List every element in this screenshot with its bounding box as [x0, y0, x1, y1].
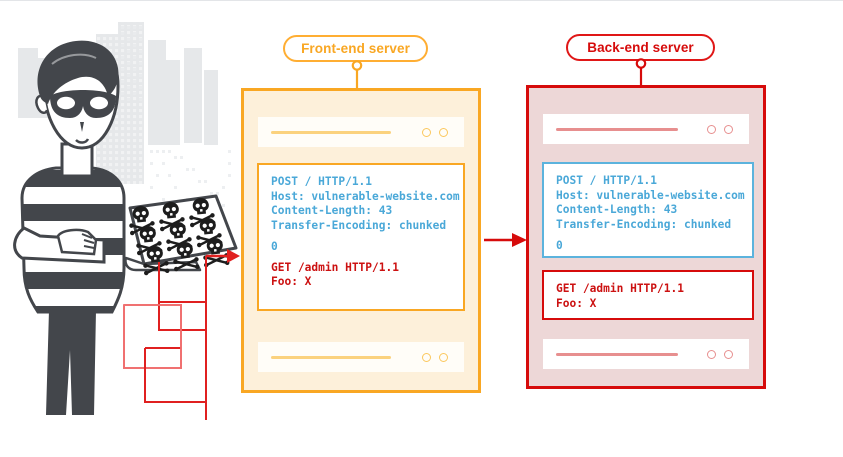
dot-icon: [707, 349, 716, 359]
top-divider: [0, 0, 843, 1]
request-line: 0: [271, 239, 278, 253]
backend-bottom-bar: [543, 339, 749, 369]
dot-icon: [724, 124, 733, 134]
backend-server-label: Back-end server: [566, 34, 715, 61]
attacker-illustration: [0, 0, 240, 420]
request-line: Foo: X: [556, 296, 597, 310]
attacker-to-frontend-arrow: [206, 249, 240, 263]
frontend-server-label: Front-end server: [283, 35, 428, 62]
dot-icon: [707, 124, 716, 134]
request-line: POST / HTTP/1.1: [556, 174, 658, 187]
frontend-bottom-bar: [258, 342, 464, 372]
dot-icon: [439, 127, 448, 137]
attack-trace-path: [123, 249, 240, 420]
dot-icon: [422, 127, 431, 137]
skull-and-crossbones-grid: [129, 197, 230, 276]
frontend-label-connector: [351, 60, 363, 90]
backend-bottom-bar-dots: [707, 349, 733, 359]
backend-top-bar: [543, 114, 749, 144]
dot-icon: [439, 352, 448, 362]
backend-top-bar-line: [556, 127, 678, 131]
frontend-bottom-bar-dots: [422, 352, 448, 362]
frontend-to-backend-arrow: [484, 233, 527, 247]
dot-icon: [422, 352, 431, 362]
backend-server-label-text: Back-end server: [587, 40, 694, 55]
request-line: Content-Length: 43: [556, 203, 678, 217]
frontend-server-label-text: Front-end server: [301, 41, 410, 56]
backend-label-connector: [635, 58, 647, 86]
frontend-bottom-bar-line: [271, 355, 391, 359]
request-line: Transfer-Encoding: chunked: [271, 219, 447, 233]
request-line: POST / HTTP/1.1: [271, 175, 373, 188]
request-line: GET /admin HTTP/1.1: [556, 282, 684, 295]
request-line: 0: [556, 238, 563, 252]
request-line: Content-Length: 43: [271, 204, 393, 218]
frontend-top-bar-line: [271, 130, 391, 134]
bandit-mask: [50, 90, 116, 118]
frontend-top-bar: [258, 117, 464, 147]
request-line: Foo: X: [271, 275, 312, 289]
request-line: Host: vulnerable-website.com: [271, 189, 460, 203]
hacker-figure: [13, 40, 238, 415]
backend-top-bar-dots: [707, 124, 733, 134]
request-line: Host: vulnerable-website.com: [556, 188, 745, 202]
request-line: Transfer-Encoding: chunked: [556, 218, 732, 232]
frontend-top-bar-dots: [422, 127, 448, 137]
backend-bottom-bar-line: [556, 352, 678, 356]
dot-icon: [724, 349, 733, 359]
request-line: GET /admin HTTP/1.1: [271, 260, 399, 274]
